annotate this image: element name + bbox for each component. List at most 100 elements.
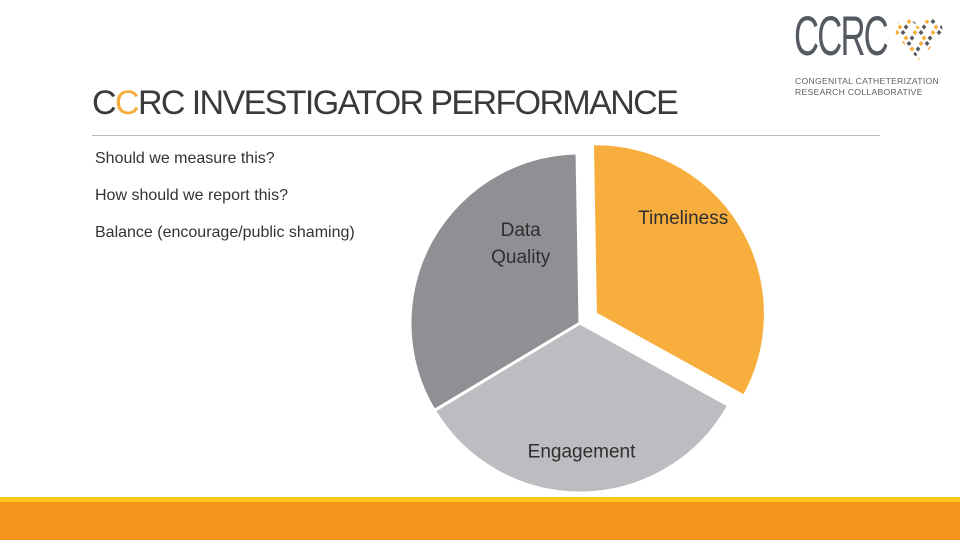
heart-diamond — [934, 16, 939, 19]
bullet-item: Should we measure this? — [95, 150, 275, 167]
heart-diamond — [912, 51, 918, 58]
logo-letter: R — [840, 4, 865, 67]
pie-label-timeliness: Timeliness — [638, 208, 728, 229]
heart-diamond — [909, 57, 915, 61]
heart-diamond — [906, 29, 912, 36]
page-title: CCRC INVESTIGATOR PERFORMANCE — [92, 84, 679, 123]
heart-diamond — [910, 16, 915, 19]
heart-diamond — [933, 57, 939, 61]
heart-diamond — [936, 40, 942, 47]
heart-diamond — [903, 46, 909, 52]
logo-tagline-line: CONGENITAL CATHETERIZATION — [795, 76, 940, 86]
heart-diamond — [897, 46, 903, 52]
heart-diamond — [927, 24, 933, 30]
heart-diamond — [915, 46, 921, 52]
heart-diamond — [939, 24, 943, 30]
logo-wordmark: CCRC — [794, 2, 889, 70]
heart-diamond — [904, 16, 909, 19]
heart-diamond — [906, 18, 912, 25]
heart-diamond — [930, 29, 936, 36]
heart-diamond — [900, 51, 906, 58]
heart-diamond — [895, 18, 900, 25]
footer-accent-stripe — [0, 497, 960, 502]
heart-diamond — [924, 18, 930, 25]
heart-diamond — [906, 51, 912, 58]
heart-diamond — [900, 18, 906, 25]
logo-tagline: CONGENITAL CATHETERIZATION RESEARCH COLL… — [795, 76, 955, 98]
heart-diamond — [918, 51, 924, 58]
heart-diamond — [943, 30, 944, 35]
bullet-item: How should we report this? — [95, 187, 288, 204]
heart-diamond — [895, 40, 900, 47]
heart-diamond — [912, 18, 918, 25]
heart-diamond — [895, 51, 900, 58]
heart-diamond — [936, 51, 942, 58]
heart-diamond — [895, 24, 897, 30]
heart-diamond — [918, 40, 924, 47]
heart-diamond — [895, 57, 897, 61]
heart-diamond — [918, 18, 924, 25]
heart-diamond — [895, 46, 897, 52]
heart-diamond — [897, 57, 903, 61]
heart-icon — [894, 16, 944, 61]
heart-diamond — [943, 41, 944, 46]
heart-diamond — [897, 24, 903, 30]
pie-slice-data-quality — [408, 151, 582, 413]
heart-diamond — [903, 57, 909, 61]
heart-diamond — [943, 52, 944, 57]
pie-slice-timeliness — [590, 142, 767, 399]
heart-diamond — [927, 46, 933, 52]
heart-diamond — [895, 35, 897, 41]
heart-diamond — [924, 29, 930, 36]
heart-diamond — [939, 57, 943, 61]
footer-bar — [0, 502, 960, 540]
heart-diamond — [912, 29, 918, 36]
heart-diamond — [940, 16, 944, 19]
heart-diamond — [903, 35, 909, 41]
heart-diamond — [918, 29, 924, 36]
heart-diamond — [909, 35, 915, 41]
pie-label-engagement: Engagement — [528, 441, 636, 462]
heart-diamond — [933, 46, 939, 52]
bullet-list: Should we measure this? How should we re… — [95, 147, 355, 258]
heart-diamond — [900, 40, 906, 47]
heart-diamond — [909, 24, 915, 30]
bullet-item: Balance (encourage/public shaming) — [95, 224, 355, 241]
heart-diamond — [930, 18, 936, 25]
heart-diamond — [903, 24, 909, 30]
heart-diamond — [906, 40, 912, 47]
heart-diamond — [930, 51, 936, 58]
heart-diamond — [939, 35, 943, 41]
heart-diamond — [912, 40, 918, 47]
heart-diamond — [936, 29, 942, 36]
heart-diamond — [909, 46, 915, 52]
heart-diamond — [936, 18, 942, 25]
title-first-letter: C — [92, 84, 117, 122]
heart-diamond — [921, 35, 927, 41]
ccrc-logo: CCRC CONGENITAL CATHETERIZATION RESEARCH… — [790, 2, 950, 102]
logo-letter: C — [794, 4, 819, 67]
title-accent-letter: C — [114, 84, 140, 122]
heart-diamond — [924, 40, 930, 47]
heart-diamond — [930, 40, 936, 47]
heart-diamond — [933, 24, 939, 30]
heart-diamond — [894, 16, 896, 19]
title-text: RC INVESTIGATOR PERFORMANCE — [137, 84, 679, 122]
heart-diamond — [927, 57, 933, 61]
heart-diamond — [897, 35, 903, 41]
heart-diamond — [939, 46, 943, 52]
pie-slice-engagement — [432, 321, 731, 495]
heart-diamond — [943, 19, 944, 24]
heart-diamond — [915, 24, 921, 30]
heart-diamond — [921, 24, 927, 30]
heart-diamond — [928, 16, 933, 19]
logo-letter: C — [863, 4, 889, 67]
heart-diamond — [915, 35, 921, 41]
heart-diamond — [924, 51, 930, 58]
heart-diamond — [916, 16, 921, 19]
heart-diamond — [898, 16, 903, 19]
heart-diamond — [915, 57, 921, 61]
heart-diamond — [921, 57, 927, 61]
